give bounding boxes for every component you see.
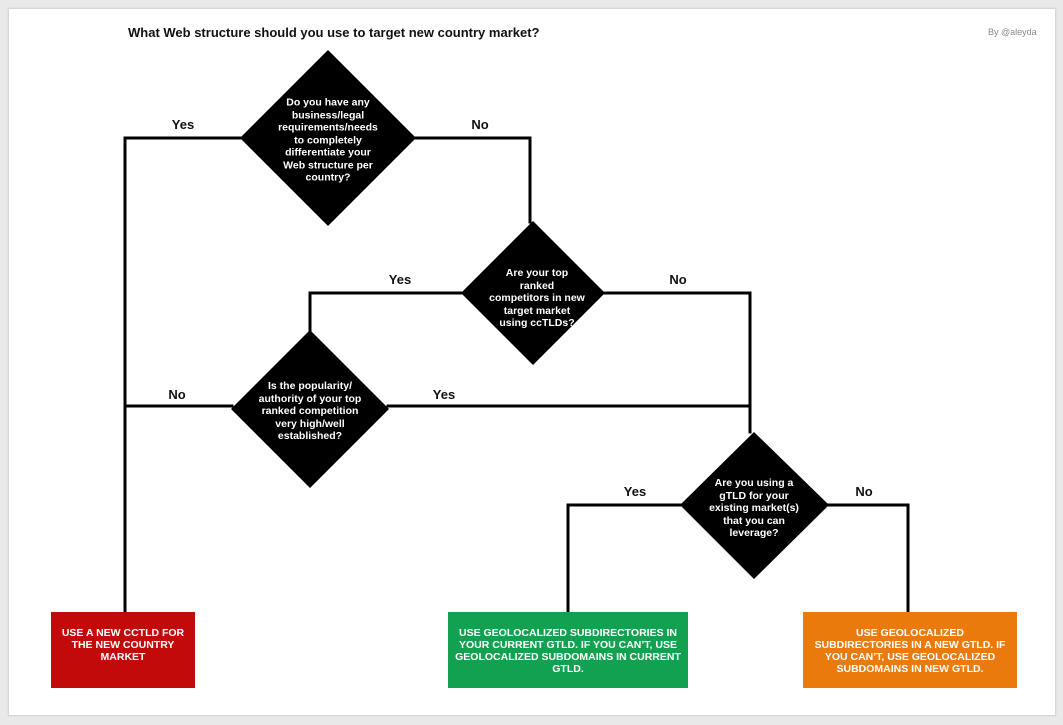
edge-label-q1-yes: Yes (171, 117, 195, 132)
decision-diamond-q4 (680, 432, 829, 579)
edge-label-q4-no: No (855, 484, 873, 499)
decision-diamond-q2 (461, 221, 605, 365)
edge-q4-no (824, 503, 910, 614)
edge-label-q2-yes: Yes (388, 272, 412, 287)
outcome-box-subdomains: USE GEOLOCALIZED SUBDIRECTORIES IN A NEW… (803, 612, 1017, 688)
decision-text-q1: Do you have any business/legal requireme… (278, 96, 378, 184)
outcome-box-cctld: USE A NEW CCTLD FOR THE NEW COUNTRY MARK… (51, 612, 195, 688)
decision-text-q3: Is the popularity/ authority of your top… (258, 379, 362, 442)
decision-diamond-q3 (231, 330, 389, 488)
edge-q2-no (602, 291, 752, 434)
outcome-text-cctld: USE A NEW CCTLD FOR THE NEW COUNTRY MARK… (61, 627, 185, 663)
edge-label-q1-no: No (471, 117, 489, 132)
edge-q1-yes (123, 136, 246, 614)
edge-label-q2-no: No (669, 272, 687, 287)
decision-diamond-q1 (240, 50, 416, 226)
edge-label-q3-no: No (168, 387, 186, 402)
edge-label-q4-yes: Yes (623, 484, 647, 499)
decision-text-q4: Are you using a gTLD for your existing m… (709, 476, 799, 539)
edge-q1-no (410, 136, 532, 224)
decision-text-q2: Are your top ranked competitors in new t… (489, 266, 585, 329)
author-credit: By @aleyda (988, 27, 1037, 37)
edge-q2-yes (308, 291, 464, 332)
edge-label-q3-yes: Yes (432, 387, 456, 402)
edge-q4-yes (566, 503, 684, 614)
outcome-text-subdomains: USE GEOLOCALIZED SUBDIRECTORIES IN A NEW… (814, 627, 1006, 675)
diagram-title: What Web structure should you use to tar… (128, 25, 540, 40)
outcome-box-subdirectories: USE GEOLOCALIZED SUBDIRECTORIES IN YOUR … (448, 612, 688, 688)
outcome-text-subdirectories: USE GEOLOCALIZED SUBDIRECTORIES IN YOUR … (455, 627, 681, 675)
